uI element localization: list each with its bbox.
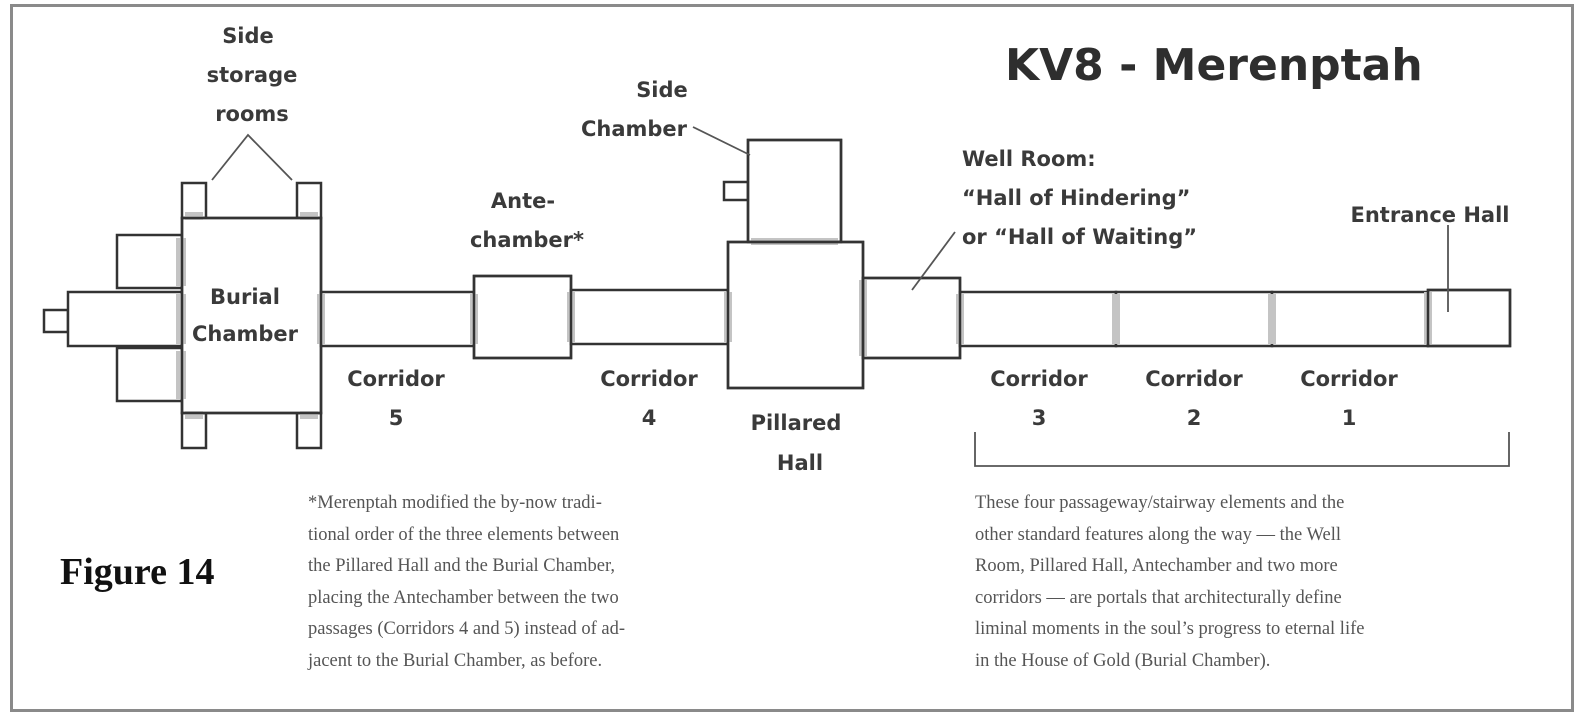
corridor-3-label: Corridor <box>990 367 1088 391</box>
side-storage-label-line2: storage <box>207 63 298 87</box>
footnote-line: the Pillared Hall and the Burial Chamber… <box>308 556 615 576</box>
side-chamber-niche <box>722 180 750 202</box>
corridor-4-number: 4 <box>642 406 657 430</box>
diagram-title: KV8 - Merenptah <box>1005 40 1423 91</box>
description: These four passageway/stairway elements … <box>975 488 1364 677</box>
well-room-label-line3: or “Hall of Waiting” <box>962 225 1197 249</box>
corridor-4 <box>569 288 730 346</box>
entrance-hall <box>1426 288 1512 348</box>
footnote-line: *Merenptah modified the by-now tradi- <box>308 493 602 513</box>
corridor-5-label: Corridor <box>347 367 445 391</box>
antechamber-label-line1: Ante- <box>491 189 555 213</box>
well-room-label-line1: Well Room: <box>962 147 1096 171</box>
footnote: *Merenptah modified the by-now tradi- ti… <box>308 488 625 677</box>
antechamber <box>472 274 573 360</box>
pillared-hall <box>726 240 865 390</box>
burial-chamber-label-line2: Chamber <box>192 322 299 346</box>
side-chamber-leader <box>692 126 751 156</box>
antechamber-label-line2: chamber* <box>470 228 584 252</box>
footnote-line: tional order of the three elements betwe… <box>308 524 620 545</box>
corridor-5 <box>319 290 476 348</box>
side-chamber-label-line2: Chamber <box>581 117 688 141</box>
storage-leader <box>211 133 293 181</box>
corridor-4-label: Corridor <box>600 367 698 391</box>
side-chamber <box>746 138 843 244</box>
footnote-line: jacent to the Burial Chamber, as before. <box>308 650 603 671</box>
description-line: corridors — are portals that architectur… <box>975 587 1342 608</box>
description-line: liminal moments in the soul’s progress t… <box>975 619 1365 639</box>
corridor-2-label: Corridor <box>1145 367 1243 391</box>
corridor-1-number: 1 <box>1342 406 1357 430</box>
entrance-hall-label: Entrance Hall <box>1351 203 1510 227</box>
pillared-hall-label-line2: Hall <box>777 451 823 475</box>
well-room-label-line2: “Hall of Hindering” <box>962 186 1190 210</box>
pillared-hall-label-line1: Pillared <box>751 411 842 435</box>
well-room-leader <box>911 231 956 291</box>
description-line: other standard features along the way — … <box>975 524 1341 545</box>
room-labels: Side storage rooms Burial Chamber Side C… <box>192 24 1510 475</box>
tomb-plan <box>42 138 1512 450</box>
description-line: in the House of Gold (Burial Chamber). <box>975 650 1271 671</box>
well-room <box>861 276 962 360</box>
corridor-3-number: 3 <box>1032 406 1047 430</box>
figure-label: Figure 14 <box>60 551 215 593</box>
corridor-2 <box>1114 290 1274 348</box>
wall-outlines <box>180 138 1512 415</box>
footnote-line: placing the Antechamber between the two <box>308 587 619 608</box>
side-chamber-label-line1: Side <box>636 78 688 102</box>
corridor-1-label: Corridor <box>1300 367 1398 391</box>
burial-chamber-label-line1: Burial <box>210 285 280 309</box>
side-storage-label-line1: Side <box>222 24 274 48</box>
corridor-2-number: 2 <box>1187 406 1202 430</box>
corridor-3 <box>958 290 1118 348</box>
footnote-line: passages (Corridors 4 and 5) instead of … <box>308 619 625 639</box>
rear-corridor <box>66 290 184 348</box>
side-room-upper-left <box>115 233 184 290</box>
side-storage-label-line3: rooms <box>215 102 289 126</box>
description-line: These four passageway/stairway elements … <box>975 493 1345 513</box>
side-room-lower-left <box>115 346 184 403</box>
corridor-1 <box>1270 290 1430 348</box>
leader-lines <box>211 126 1510 467</box>
corridor-5-number: 5 <box>389 406 404 430</box>
description-line: Room, Pillared Hall, Antechamber and two… <box>975 556 1338 576</box>
burial-chamber <box>180 216 323 415</box>
rear-niche <box>42 308 70 334</box>
corridor-bracket <box>974 432 1510 467</box>
